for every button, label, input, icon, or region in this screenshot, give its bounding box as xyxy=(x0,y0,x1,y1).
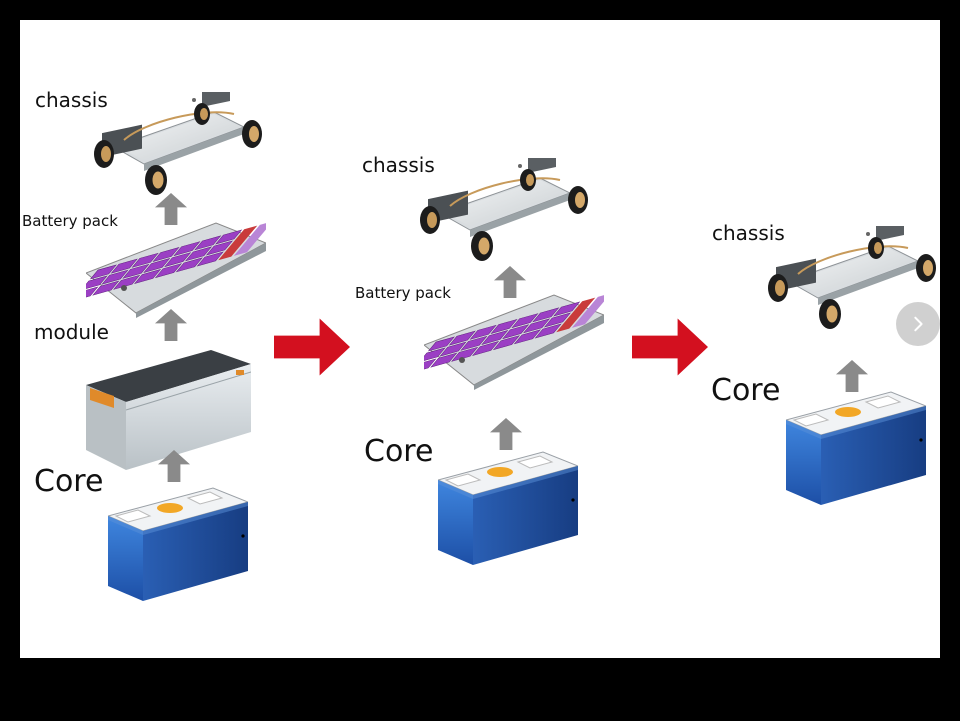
stage-2-pack-image xyxy=(424,290,604,390)
stage-3-core-label: Core xyxy=(711,373,781,408)
stage-1-core-label: Core xyxy=(34,464,104,499)
stage-1-module-label: module xyxy=(34,320,109,344)
stage-1-pack-image xyxy=(86,218,266,318)
stage-1-chassis-label: chassis xyxy=(35,88,108,112)
next-slide-button[interactable] xyxy=(896,302,940,346)
stage-1-pack-label: Battery pack xyxy=(22,212,118,230)
red-arrow-1 xyxy=(274,318,350,376)
stage-2-core-label: Core xyxy=(364,434,434,469)
stage-1-chassis-image xyxy=(84,92,264,202)
stage-1-arrow-up-2 xyxy=(155,308,187,342)
stage-2-pack-label: Battery pack xyxy=(355,284,451,302)
stage-2-chassis-label: chassis xyxy=(362,153,435,177)
stage-3-chassis-label: chassis xyxy=(712,221,785,245)
diagram-canvas: chassis Battery pack module Core chassis… xyxy=(20,20,940,658)
stage-2-cell-image xyxy=(438,440,578,565)
chevron-right-icon xyxy=(909,315,927,333)
red-arrow-2 xyxy=(632,318,708,376)
stage-3-cell-image xyxy=(786,380,926,505)
stage-1-cell-image xyxy=(108,476,248,601)
stage-2-chassis-image xyxy=(410,158,590,268)
